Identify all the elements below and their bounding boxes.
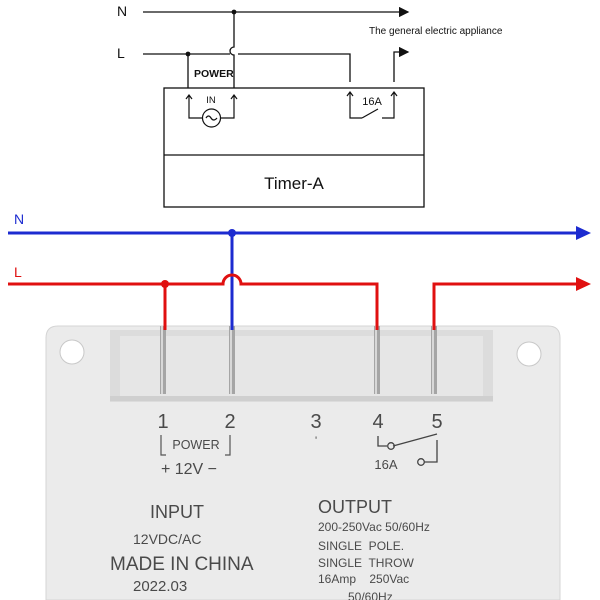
- device-relay-icon: [377, 433, 438, 466]
- input-voltage: 12VDC/AC: [133, 531, 201, 547]
- output-spec-line: SINGLE THROW: [318, 556, 414, 570]
- schematic-neutral-drop: [229, 12, 235, 93]
- schematic-appliance-wire: [393, 46, 410, 82]
- neutral-arrowhead: [576, 226, 591, 240]
- colored-wiring: N L: [8, 211, 591, 330]
- manufacture-date: 2022.03: [133, 578, 187, 595]
- terminal-channel: [120, 336, 483, 398]
- schematic-neutral-label: N: [117, 3, 127, 19]
- line-wire: [8, 273, 379, 330]
- terminal-screw-1: [160, 326, 166, 394]
- output-spec-line: 50/60Hz: [348, 590, 393, 600]
- timer-device: 1 2 3 4 5 POWER + 12V − ' 16A INPUT 12VD…: [45, 325, 561, 600]
- output-spec-line: 16Amp 250Vac: [318, 572, 409, 586]
- terminal-number-5: 5: [431, 411, 442, 433]
- device-power-label: POWER: [172, 438, 219, 452]
- mounting-hole-left: [59, 339, 85, 365]
- schematic-relay-rating: 16A: [362, 96, 382, 108]
- schematic: N L The general electric appliance POWER…: [117, 3, 503, 208]
- made-in-label: MADE IN CHINA: [110, 554, 254, 575]
- terminal-screw-2: [229, 326, 235, 394]
- terminal-number-1: 1: [157, 411, 168, 433]
- terminal-number-4: 4: [372, 411, 383, 433]
- schematic-line-wire: [143, 53, 351, 82]
- terminal-block-edge: [110, 396, 493, 401]
- wiring-neutral-label: N: [14, 211, 24, 227]
- timer-box: [163, 87, 425, 208]
- output-title: OUTPUT: [318, 497, 392, 517]
- power-bracket: [160, 435, 231, 456]
- relay-contact-icon: [346, 91, 398, 119]
- timer-name: Timer-A: [264, 174, 324, 193]
- line-junction: [161, 280, 169, 288]
- schematic-power-label: POWER: [194, 68, 234, 80]
- terminal-3-mark: ': [315, 435, 317, 447]
- output-spec-line: SINGLE POLE.: [318, 539, 404, 553]
- schematic-in-label: IN: [206, 95, 216, 106]
- load-arrowhead: [576, 277, 591, 291]
- input-title: INPUT: [150, 502, 204, 522]
- load-wire: [432, 282, 576, 330]
- device-relay-rating: 16A: [374, 457, 397, 472]
- device-voltage-label: + 12V −: [161, 461, 217, 478]
- schematic-appliance-label: The general electric appliance: [369, 26, 503, 37]
- schematic-line-label: L: [117, 45, 125, 61]
- terminal-screw-4: [374, 326, 380, 394]
- terminal-number-2: 2: [224, 411, 235, 433]
- terminal-number-3: 3: [310, 411, 321, 433]
- mounting-hole-right: [516, 341, 542, 367]
- wiring-line-label: L: [14, 264, 22, 280]
- ac-source-icon: [185, 94, 238, 128]
- output-spec-line: 200-250Vac 50/60Hz: [318, 520, 430, 534]
- terminal-screw-5: [431, 326, 437, 394]
